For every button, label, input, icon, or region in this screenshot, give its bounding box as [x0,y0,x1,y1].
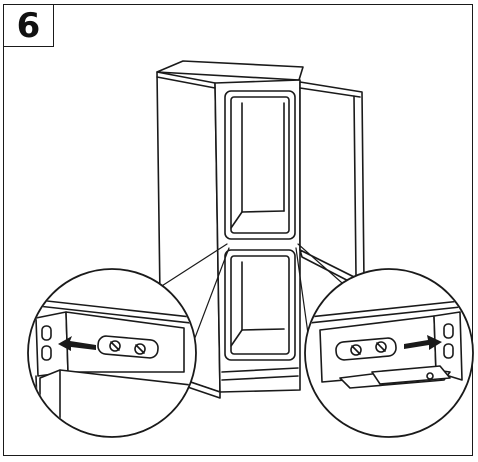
step-number: 6 [4,5,54,47]
open-door [299,81,367,291]
arrow-right-icon [404,335,442,350]
right-hinge-detail [304,268,474,438]
arrow-left-icon [58,336,96,351]
left-hinge-detail [27,268,197,438]
